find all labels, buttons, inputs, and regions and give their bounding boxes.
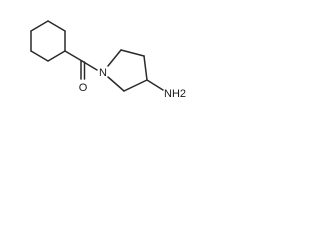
- bond: [47, 50, 66, 62]
- cyclohexane-ring: [30, 20, 66, 62]
- bond: [107, 49, 122, 67]
- c3-to-amine-bond: [146, 79, 164, 91]
- bond: [30, 50, 49, 62]
- carbonyl-double-bond: [80, 60, 86, 80]
- pyrrolidine-ring: [107, 49, 148, 92]
- bond: [123, 79, 148, 92]
- bond: [143, 55, 148, 81]
- nitrogen-label: N: [99, 67, 107, 79]
- amine-label: NH2: [164, 88, 186, 100]
- carbonyl-to-nitrogen-bond: [81, 60, 98, 71]
- bond: [47, 20, 66, 32]
- bond: [30, 20, 49, 32]
- ring-to-carbonyl-bond: [64, 50, 83, 62]
- bond: [107, 76, 125, 92]
- oxygen-label: O: [79, 82, 88, 94]
- molecule-diagram: O N NH2: [30, 20, 186, 100]
- bond: [120, 49, 145, 57]
